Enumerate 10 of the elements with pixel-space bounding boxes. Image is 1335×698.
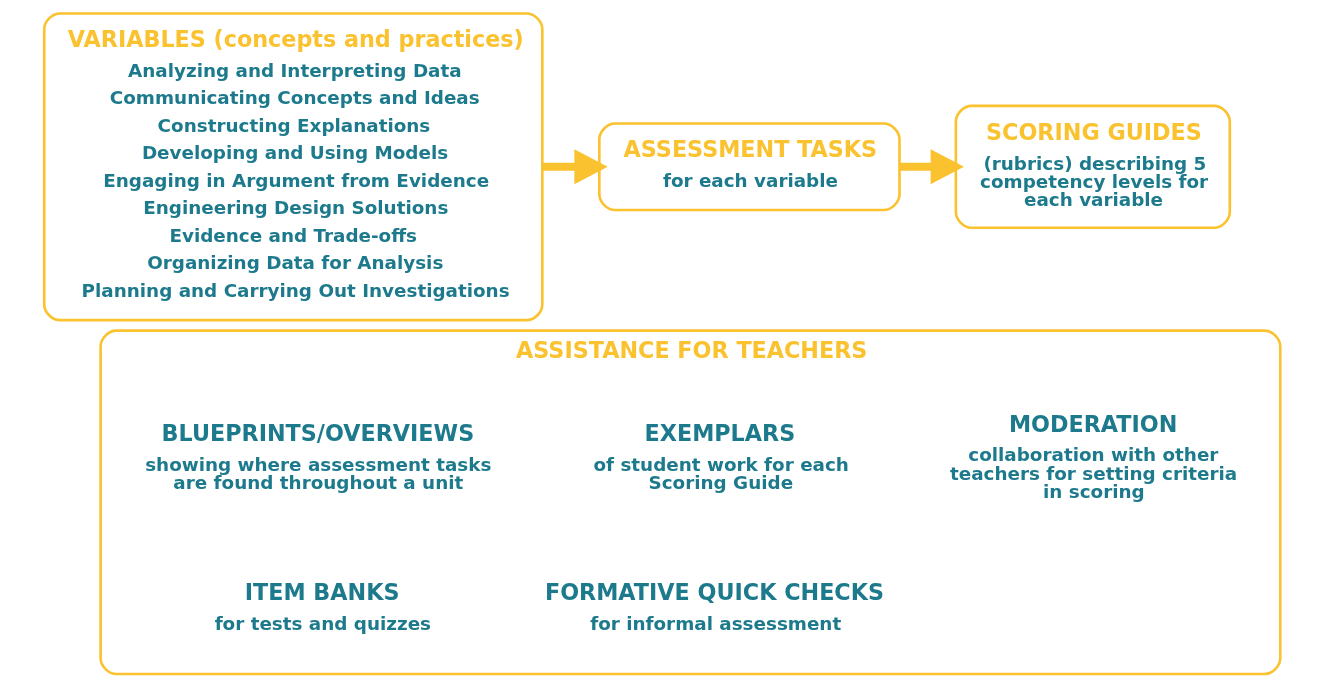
arrow — [542, 149, 608, 185]
node-text: FORMATIVE QUICK CHECKS for informal assessment — [544, 579, 885, 634]
node-text: MODERATION collaboration with other teachers for setting criteria in scoring — [949, 410, 1238, 503]
node-box: VARIABLES (concepts and practices) Analyzing and Interpreting Data Communicating Concepts and Ideas Constructing Explanations Developing and Using Models Engaging in Argument from Evidence Engineering Design Solutions Evidence and Trade-offs Organizing Data for Analysis Planning and Carrying Out Investigations — [42, 12, 544, 322]
node-text: BLUEPRINTS/OVERVIEWS showing where assessment tasks are found throughout a unit — [145, 419, 492, 493]
node-text: ITEM BANKS for tests and quizzes — [214, 579, 432, 634]
node-box: SCORING GUIDES (rubrics) describing 5 competency levels for each variable — [954, 104, 1232, 230]
node-box: ASSESSMENT TASKS for each variable — [598, 122, 901, 212]
node-text: EXEMPLARS of student work for each Scoring Guide — [593, 419, 849, 493]
arrow — [899, 149, 964, 185]
